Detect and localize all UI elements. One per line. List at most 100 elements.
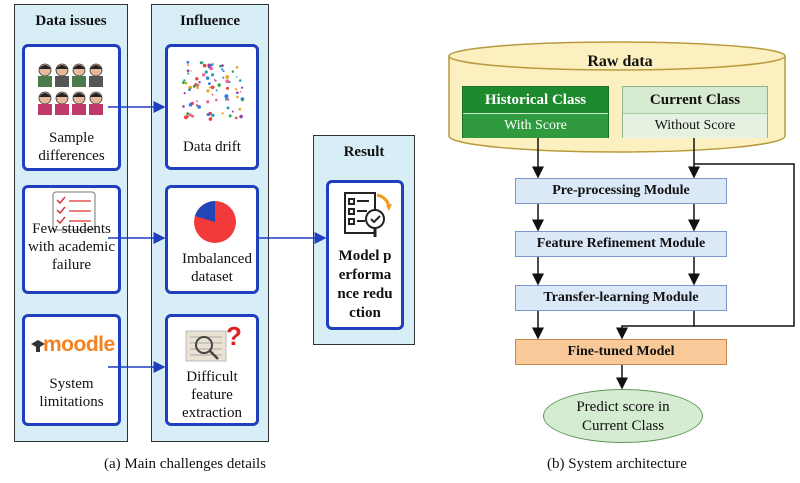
moodle-logo-text: moodle: [43, 333, 115, 356]
drift-dot: [221, 68, 224, 71]
drift-dot: [188, 102, 193, 107]
influence-title: Influence: [180, 13, 240, 29]
drift-dot: [199, 61, 203, 65]
drift-dot: [239, 114, 243, 119]
drift-dot: [198, 81, 201, 84]
checklist-magnifier-icon: [344, 192, 392, 237]
drift-dot: [241, 86, 244, 89]
preprocessing-module: Pre-processing Module: [515, 178, 727, 204]
drift-dot: [205, 76, 210, 80]
drift-dot: [188, 113, 192, 117]
influence-card-imbalanced: Imbalanced dataset: [165, 185, 259, 294]
result-title: Result: [343, 144, 385, 160]
svg-text:?: ?: [226, 321, 242, 351]
drift-dot: [228, 114, 232, 118]
magnifier-question-icon: ?: [185, 321, 242, 362]
influence-card-data-drift: Data drift: [165, 44, 259, 170]
drift-dot: [208, 117, 213, 121]
graduation-cap-icon: [31, 340, 45, 352]
drift-dot: [239, 91, 242, 93]
drift-dot: [182, 105, 185, 108]
drift-dot: [217, 83, 221, 87]
caption-challenges: (a) Main challenges details: [104, 456, 267, 472]
caption-architecture: (b) System architecture: [547, 456, 687, 472]
drift-dot: [236, 76, 238, 78]
moodle-logo: moodle: [31, 333, 119, 357]
drift-dot: [186, 112, 190, 116]
influence-label-difficult-feature: Difficult feature extraction: [182, 369, 242, 421]
drift-dot: [221, 112, 224, 115]
historical-class-sub: With Score: [463, 113, 608, 138]
drift-dot: [197, 105, 201, 109]
drift-dot: [188, 88, 191, 91]
predict-score-ellipse: Predict score in Current Class: [543, 389, 703, 443]
drift-dot: [186, 115, 189, 118]
current-class-box: Current Class Without Score: [622, 86, 768, 138]
drift-dot: [236, 91, 239, 94]
drift-dot: [215, 89, 218, 92]
drift-dot: [241, 99, 244, 102]
drift-dot: [234, 116, 238, 120]
predict-score-label: Predict score in Current Class: [576, 399, 670, 434]
drift-dot: [225, 79, 230, 84]
pie-chart-icon: [194, 201, 236, 243]
drift-dot: [201, 61, 204, 64]
issue-label-few-students: Few students with academic failure: [27, 221, 116, 273]
drift-dot: [224, 94, 229, 99]
drift-dot: [196, 86, 199, 89]
drift-dot: [240, 97, 245, 101]
drift-dot: [183, 79, 186, 82]
issue-card-few-students: Few students with academic failure: [22, 185, 121, 294]
drift-dot: [210, 85, 215, 90]
drift-dot: [186, 69, 190, 73]
drift-dot: [226, 97, 230, 101]
transfer-learning-module: Transfer-learning Module: [515, 285, 727, 311]
arrow-current-bypass: [694, 163, 795, 327]
drift-dot: [235, 66, 239, 69]
drift-dot: [186, 60, 190, 64]
drift-dot: [226, 106, 230, 110]
drift-dot: [195, 77, 199, 81]
feature-refinement-module: Feature Refinement Module: [515, 231, 727, 257]
drift-dot: [183, 92, 186, 95]
drift-dot: [187, 72, 190, 75]
checklist-clipboard-icon: [52, 191, 96, 231]
drift-dot: [238, 107, 242, 111]
drift-dot: [226, 86, 229, 90]
drift-dot: [211, 63, 214, 66]
drift-dot: [221, 64, 224, 67]
drift-dot: [206, 113, 210, 117]
drift-dot: [207, 63, 212, 68]
drift-dot: [202, 73, 206, 77]
drift-dot: [208, 86, 212, 89]
arrow-transfer-to-finetuned-right: [616, 311, 695, 340]
drift-dot: [231, 70, 234, 73]
drift-dot: [206, 89, 210, 93]
drift-dot: [225, 75, 230, 79]
fine-tuned-model: Fine-tuned Model: [515, 339, 727, 365]
drift-dot: [211, 113, 215, 117]
drift-dot: [184, 81, 188, 85]
scattered-dots-icon: [181, 60, 245, 121]
raw-data-label: Raw data: [587, 53, 653, 70]
drift-dot: [215, 98, 218, 102]
drift-dot: [196, 83, 200, 87]
drift-dot: [202, 63, 207, 68]
drift-dot: [195, 83, 198, 86]
drift-dot: [204, 70, 208, 74]
issue-label-system-limitations: System limitations: [39, 376, 104, 410]
drift-dot: [239, 79, 242, 82]
drift-dot: [219, 64, 222, 68]
drift-dot: [195, 104, 199, 107]
students-group-icon: [38, 63, 103, 115]
drift-dot: [222, 76, 225, 79]
influence-label-imbalanced: Imbalanced dataset: [182, 251, 252, 285]
data-issues-title: Data issues: [35, 13, 107, 29]
drift-dot: [187, 64, 189, 67]
current-class-title: Current Class: [623, 87, 767, 113]
drift-dot: [234, 88, 238, 91]
drift-dot: [191, 114, 195, 118]
drift-dot: [190, 70, 192, 72]
issue-card-system-limitations: moodle System limitations: [22, 314, 121, 426]
